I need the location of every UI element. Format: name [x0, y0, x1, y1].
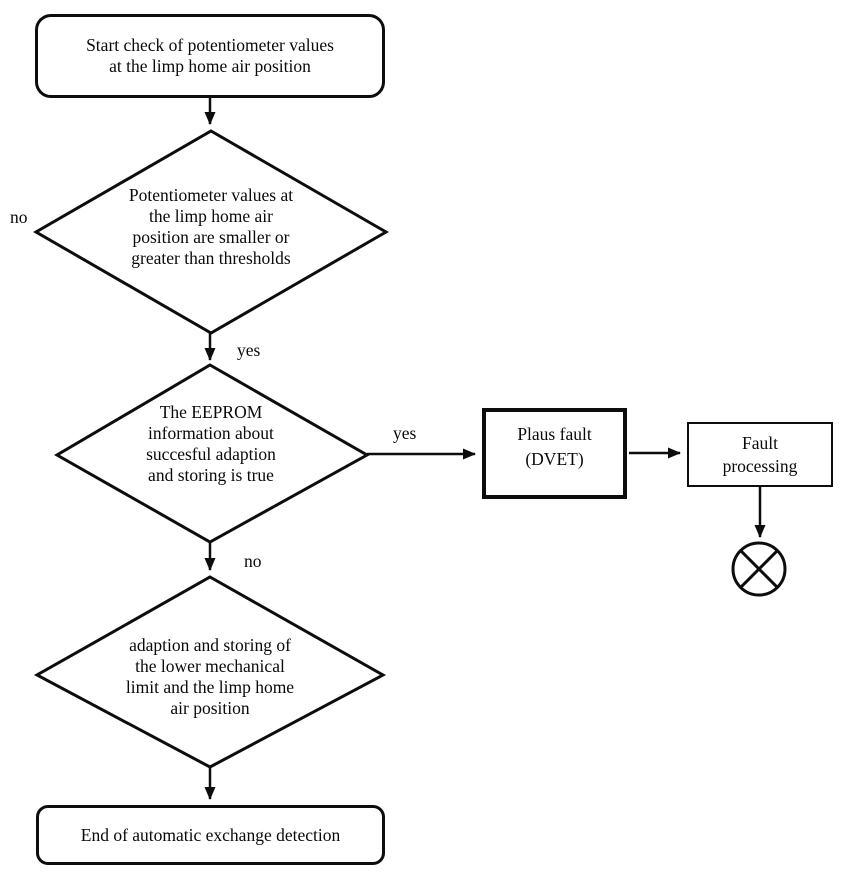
decision1-yes-label: yes [237, 340, 261, 360]
decision2-yes-label: yes [393, 423, 417, 443]
end-node: End of automatic exchange detection [36, 805, 385, 865]
decision1-label: Potentiometer values at the limp home ai… [128, 185, 294, 268]
crossed-circle-terminator-icon [731, 541, 787, 597]
fault-processing-node: Fault processing [687, 422, 833, 487]
decision3-label: adaption and storing of the lower mechan… [125, 635, 295, 718]
decision2-label: The EEPROM information about succesful a… [146, 402, 276, 485]
start-node: Start check of potentiometer values at t… [35, 14, 385, 98]
decision1-no-label: no [10, 207, 28, 227]
decision2-no-label: no [244, 551, 262, 571]
plaus-fault-node: Plaus fault (DVET) [482, 408, 627, 499]
